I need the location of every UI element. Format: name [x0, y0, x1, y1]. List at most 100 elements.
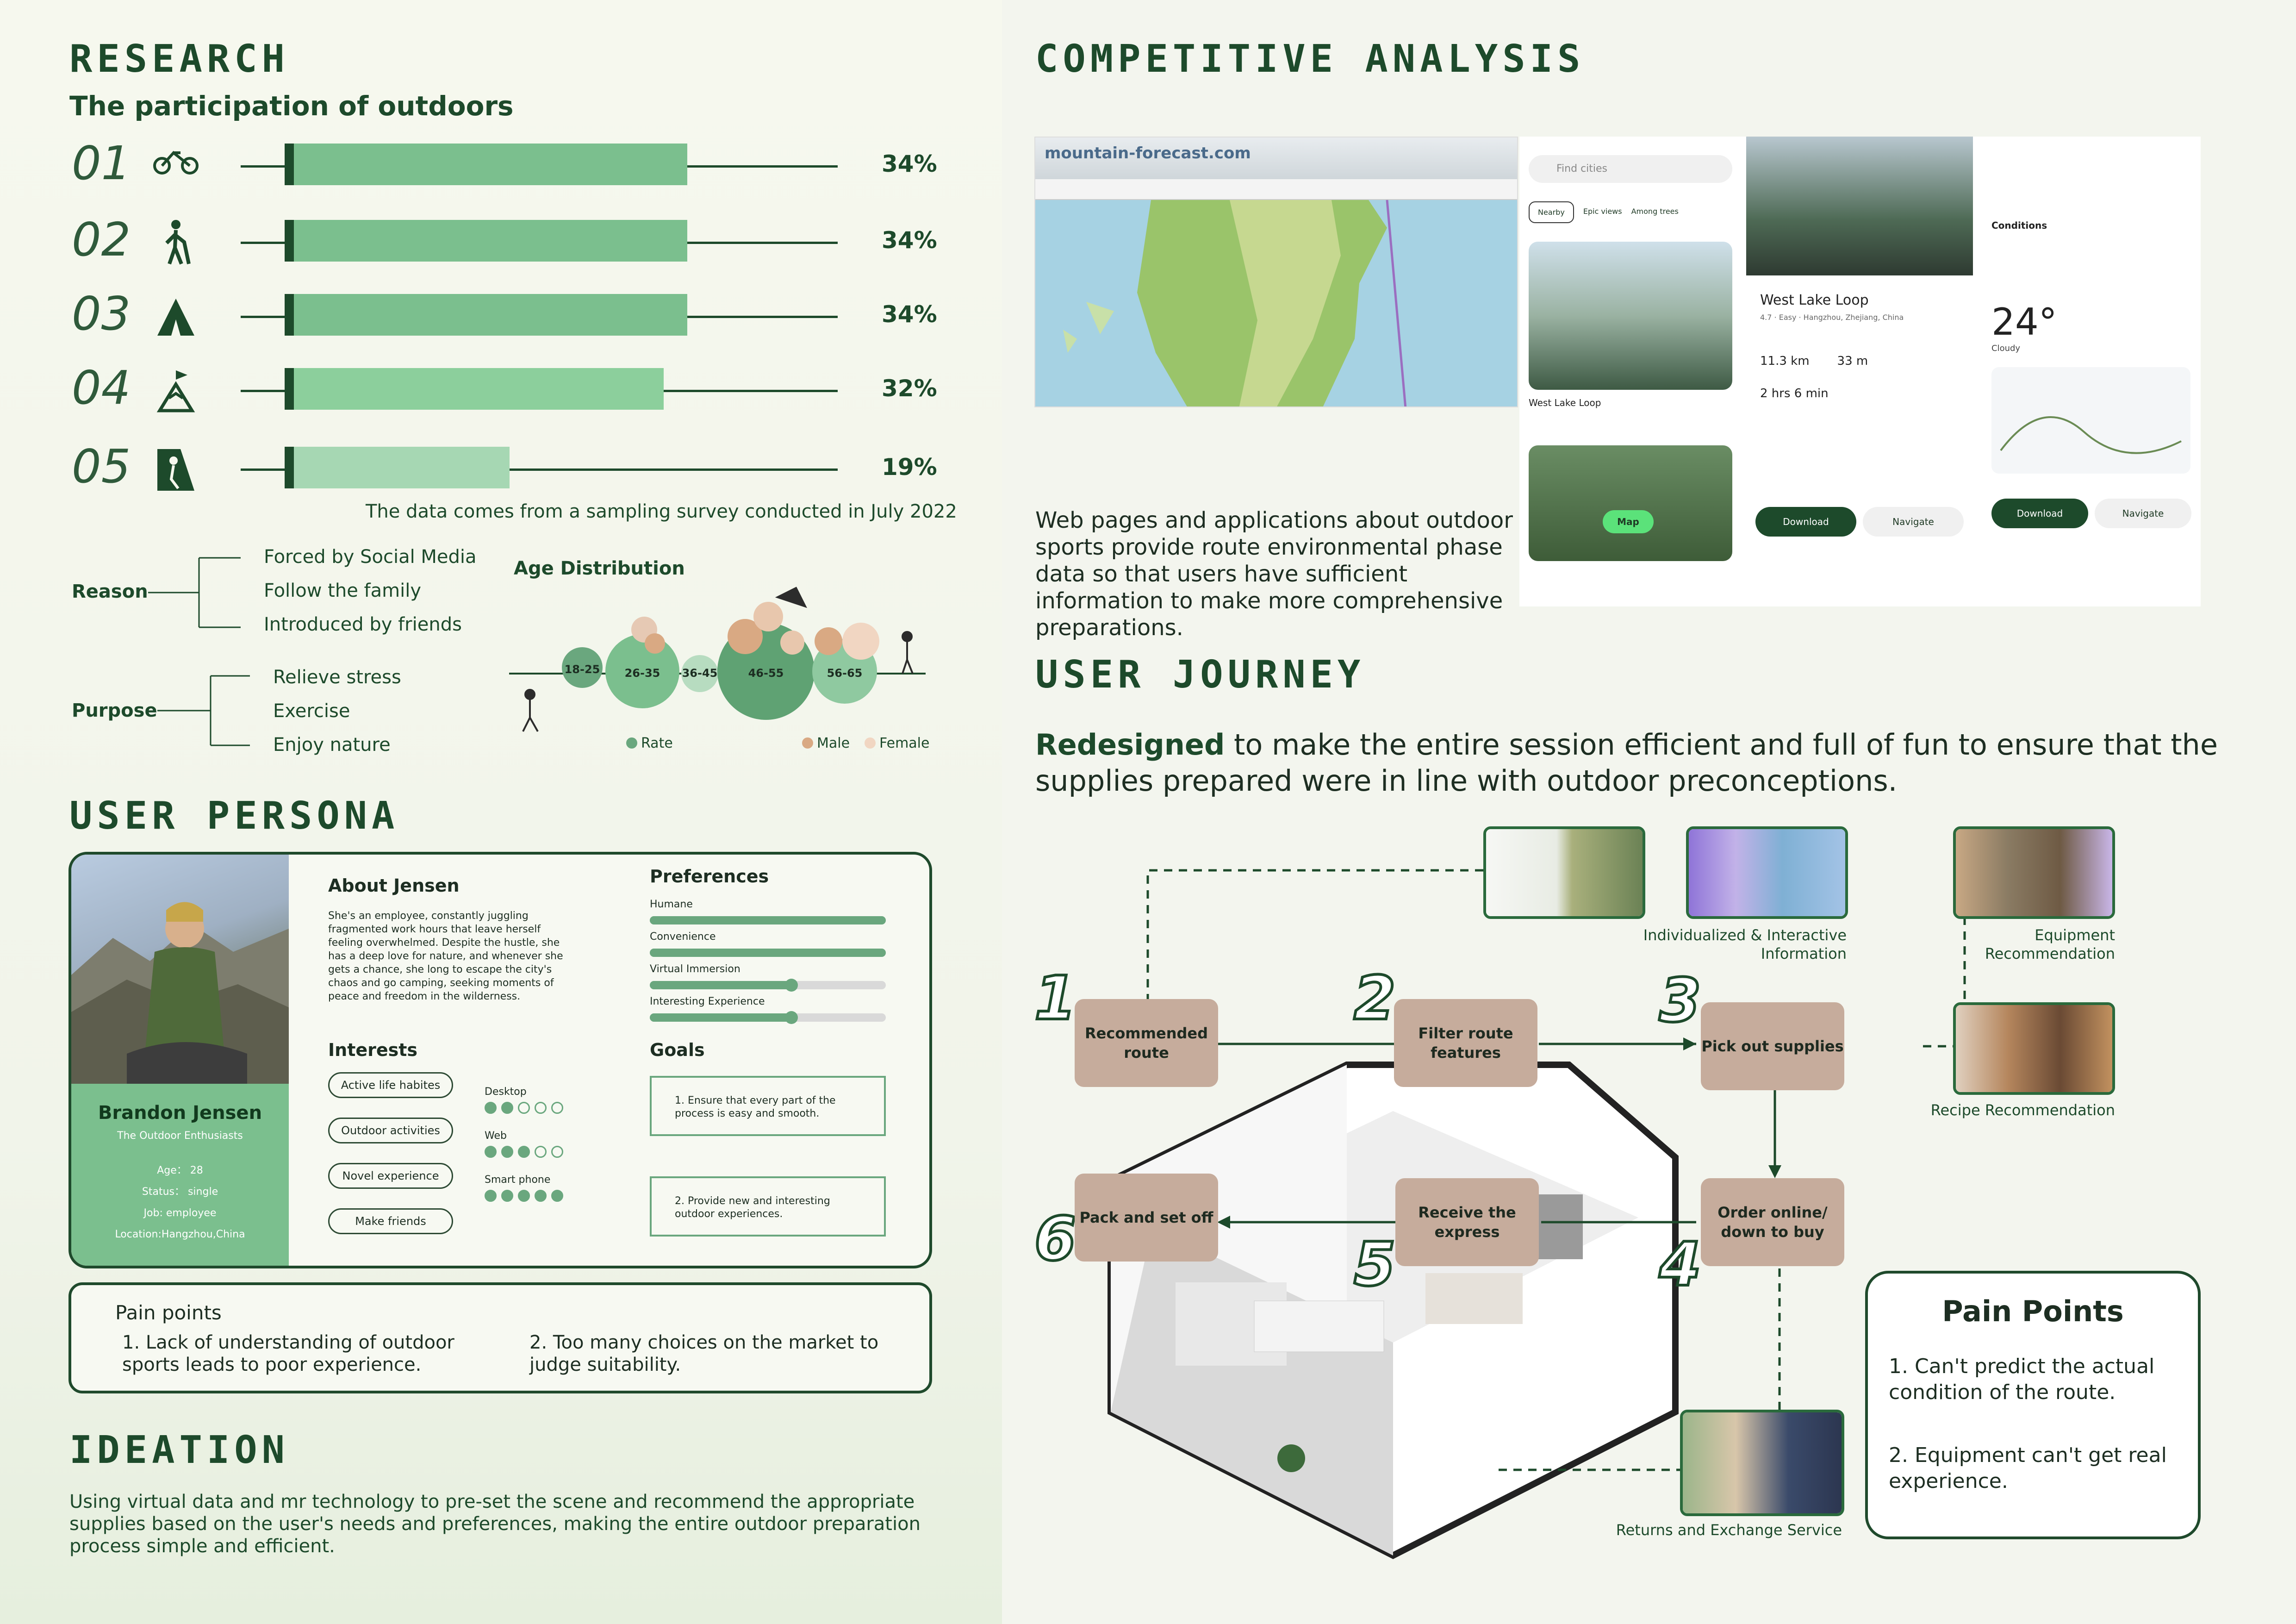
ideation-text: Using virtual data and mr technology to …	[69, 1491, 921, 1557]
mountain-flag-icon	[153, 368, 199, 416]
journey-step: Pick out supplies	[1701, 1002, 1844, 1090]
reason-item: Follow the family	[264, 580, 421, 601]
participation-bar	[285, 294, 687, 336]
rating-dot	[501, 1190, 513, 1202]
step-number: 3	[1658, 964, 1703, 1037]
step-number: 5	[1352, 1228, 1397, 1301]
pain-point-right-item: 2. Equipment can't get real experience.	[1889, 1443, 2167, 1493]
persona-name: Brandon Jensen	[98, 1102, 262, 1124]
age-label: 46-55	[748, 667, 784, 680]
age-label: 36-45	[682, 667, 718, 680]
persona-info-panel: Brandon Jensen The Outdoor Enthusiasts A…	[71, 1084, 289, 1266]
reason-item: Forced by Social Media	[264, 546, 477, 568]
rating-dot	[485, 1102, 497, 1114]
participation-bar	[285, 144, 687, 185]
persona-photo	[71, 855, 289, 1084]
city-search[interactable]: Find cities	[1529, 155, 1732, 183]
trail-hero-photo	[1746, 137, 1973, 275]
preference-label: Interesting Experience	[650, 996, 765, 1007]
rating-dot	[535, 1146, 547, 1158]
rating-dot	[485, 1190, 497, 1202]
purpose-tree-lines	[157, 675, 250, 746]
journey-lead: Redesigned to make the entire session ef…	[1035, 727, 2239, 799]
pain-point-right-item: 1. Can't predict the actual condition of…	[1889, 1355, 2155, 1404]
preference-label: Virtual Immersion	[650, 963, 740, 975]
competitive-text: Web pages and applications about outdoor…	[1035, 507, 1513, 641]
journey-title: USER JOURNEY	[1035, 653, 1365, 697]
website-screenshot: mountain-forecast.com	[1034, 137, 1518, 407]
download-button[interactable]: Download	[1755, 507, 1856, 537]
app-screenshots: Find cities Nearby Epic views Among tree…	[1519, 137, 2201, 606]
age-label: 56-65	[827, 667, 863, 680]
row-number: 05	[72, 439, 131, 493]
app-screen-trail: West Lake Loop 4.7 · Easy · Hangzhou, Zh…	[1746, 137, 1973, 606]
about-title: About Jensen	[328, 875, 460, 896]
rating-dot	[518, 1102, 530, 1114]
tab-among-trees[interactable]: Among trees	[1631, 207, 1679, 216]
preference-fill	[650, 949, 886, 957]
ideation-title: IDEATION	[69, 1428, 289, 1472]
tab-nearby[interactable]: Nearby	[1529, 201, 1574, 223]
row-number: 03	[72, 287, 131, 341]
interest-tag: Novel experience	[328, 1163, 453, 1189]
preference-track	[650, 979, 886, 992]
purpose-label: Purpose	[72, 700, 157, 721]
preference-fill	[650, 981, 791, 989]
trail-title: West Lake Loop	[1760, 292, 1869, 308]
tent-icon	[153, 294, 199, 342]
recipe-caption: Recipe Recommendation	[1930, 1101, 2115, 1119]
about-text: She's an employee, constantly juggling f…	[328, 910, 563, 1002]
legend-male: Male	[817, 735, 850, 751]
persona-job: Job: employee	[143, 1207, 217, 1219]
row-percentage: 34%	[882, 301, 937, 328]
step-number: 4	[1658, 1228, 1703, 1301]
people-silhouette-icon	[522, 587, 914, 732]
research-title: RESEARCH	[69, 37, 289, 81]
preference-fill	[650, 1013, 791, 1022]
rating-dot	[501, 1102, 513, 1114]
rating-dot	[551, 1190, 563, 1202]
pain-points-title: Pain points	[115, 1301, 222, 1324]
info-thumbnail	[1686, 826, 1848, 919]
competitive-title: COMPETITIVE ANALYSIS	[1035, 37, 1585, 81]
persona-title: USER PERSONA	[69, 794, 399, 838]
journey-lead-bold: Redesigned	[1035, 728, 1225, 762]
download-button[interactable]: Download	[1991, 499, 2088, 528]
preferences-title: Preferences	[650, 866, 769, 887]
navigate-button[interactable]: Navigate	[1863, 507, 1964, 537]
persona-photo-illustration	[71, 902, 289, 1084]
pain-points-right-card: Pain Points 1. Can't predict the actual …	[1865, 1271, 2201, 1539]
conditions-title: Conditions	[1991, 220, 2047, 231]
participation-bar	[285, 447, 510, 488]
device-rating	[485, 1146, 568, 1160]
recipe-thumbnail	[1953, 1002, 2115, 1095]
navigate-button[interactable]: Navigate	[2095, 499, 2191, 528]
returns-thumbnail	[1680, 1410, 1844, 1516]
legend-rate: Rate	[641, 735, 673, 751]
preference-label: Convenience	[650, 931, 716, 943]
rating-dot	[518, 1146, 530, 1158]
device-label: Web	[485, 1130, 507, 1142]
bicycle-icon	[153, 144, 199, 192]
age-label: 26-35	[625, 667, 660, 680]
persona-role: The Outdoor Enthusiasts	[117, 1130, 243, 1142]
hiker-icon	[153, 220, 199, 268]
research-subtitle: The participation of outdoors	[69, 90, 514, 122]
pain-point-item: 1. Lack of understanding of outdoor spor…	[122, 1332, 454, 1375]
journey-step: Pack and set off	[1075, 1174, 1218, 1262]
interest-tag: Active life habites	[328, 1072, 453, 1098]
equipment-thumbnail	[1953, 826, 2115, 919]
equipment-caption: Equipment Recommendation	[1985, 926, 2115, 962]
row-percentage: 19%	[882, 454, 937, 481]
tab-epic-views[interactable]: Epic views	[1583, 207, 1622, 216]
trail-photo	[1529, 242, 1732, 390]
journey-step: Filter route features	[1394, 999, 1537, 1087]
rating-dot	[551, 1102, 563, 1114]
average-time: 2 hrs 6 min	[1760, 387, 1829, 400]
legend-female: Female	[879, 735, 929, 751]
row-number: 02	[72, 212, 131, 267]
rating-dot	[501, 1146, 513, 1158]
preference-fill	[650, 916, 886, 924]
step-number: 1	[1033, 962, 1078, 1035]
map-button[interactable]: Map	[1603, 510, 1654, 533]
